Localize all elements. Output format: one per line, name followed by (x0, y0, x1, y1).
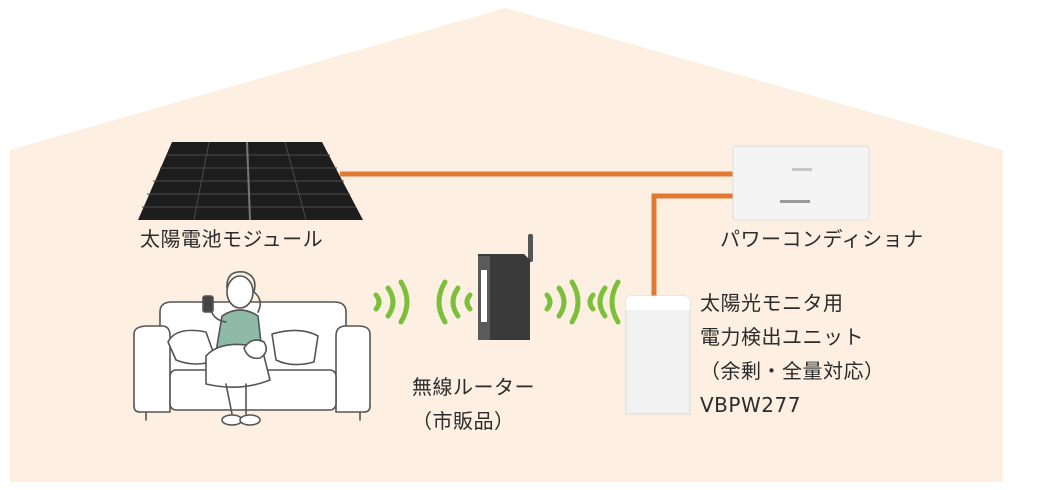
solar-module-label: 太陽電池モジュール (140, 226, 323, 252)
router-label-line-1: 無線ルーター (412, 375, 535, 399)
wifi-signal-icon (373, 279, 621, 325)
monitor-unit-label-line-4: VBPW277 (700, 393, 801, 417)
monitor-unit-label-line-3: （余剰・全量対応） (700, 359, 885, 383)
monitor-unit-label: 太陽光モニタ用 電力検出ユニット （余剰・全量対応） VBPW277 (700, 286, 885, 422)
solar-module-label-text: 太陽電池モジュール (140, 227, 324, 251)
router-label: 無線ルーター （市販品） (412, 370, 535, 438)
monitor-unit-label-line-1: 太陽光モニタ用 (700, 291, 844, 315)
power-conditioner-icon (732, 145, 870, 221)
power-conditioner-label-text: パワーコンディショナ (720, 227, 924, 251)
monitor-unit-icon (625, 295, 691, 415)
router-label-line-2: （市販品） (412, 409, 515, 433)
power-conditioner-label: パワーコンディショナ (720, 226, 924, 252)
monitor-unit-label-line-2: 電力検出ユニット (700, 325, 864, 349)
person-on-sofa-illustration (133, 271, 371, 426)
cable-lines (340, 171, 733, 296)
router-icon (478, 234, 533, 340)
solar-panel-icon (138, 141, 363, 221)
